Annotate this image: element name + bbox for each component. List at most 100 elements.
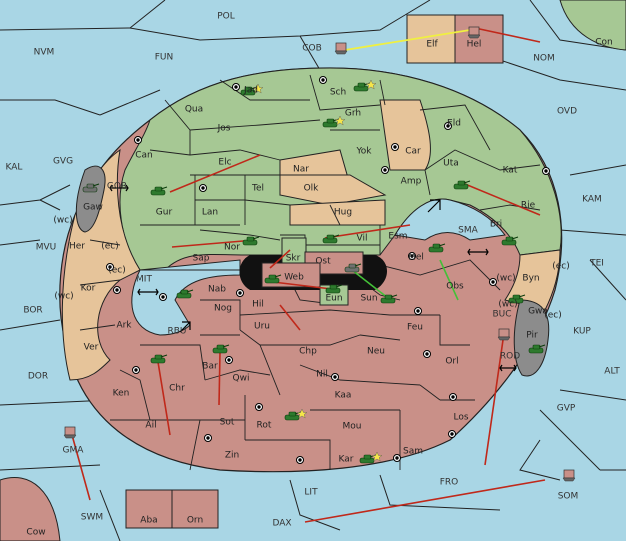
label-sch: Sch [330,88,346,98]
supply-centers [106,76,550,464]
label-esm: Esm [388,232,407,242]
label-rod: ROD [500,352,520,362]
label-dor: DOR [28,372,48,382]
region-hug[interactable] [289,199,386,226]
label-mou: Mou [343,422,362,432]
label-byn: Byn [522,274,539,284]
tank-unit-icon[interactable] [508,294,526,304]
island-aba-orn [125,489,219,529]
label-bri: Bri [490,220,502,230]
fleet-unit-icon[interactable] [467,26,481,39]
tank-unit-icon[interactable] [212,344,230,354]
label-hug: Hug [334,208,352,218]
units [63,26,576,482]
tank-unit-dislodged-icon[interactable] [284,408,308,421]
label-kaa: Kaa [335,391,352,401]
label-buc: BUC [492,310,511,320]
label-wc4: (wc) [498,300,517,310]
label-los: Los [453,413,468,423]
label-qua: Qua [185,105,203,115]
label-gvp: GVP [557,404,576,414]
tank-unit-icon[interactable] [428,243,446,253]
label-ost: Ost [315,257,331,267]
label-skr: Skr [286,254,301,264]
label-ken: Ken [113,389,130,399]
label-mit: MIT [136,275,152,285]
label-sun: Sun [360,294,377,304]
label-ark: Ark [116,321,132,331]
label-kal: KAL [6,163,23,173]
tank-unit-dislodged-icon[interactable] [353,79,377,92]
label-sam: Sam [403,447,423,457]
label-neu: Neu [367,347,385,357]
sma-channel [394,198,506,241]
tank-unit-icon[interactable] [322,234,340,244]
label-ail: Ail [145,421,156,431]
tank-unit-icon[interactable] [150,186,168,196]
label-yok: Yok [355,147,372,157]
label-rbu: RBU [167,327,186,337]
label-aba: Aba [140,516,157,526]
label-wc1: (wc) [53,216,72,226]
label-kor: Kor [81,284,96,294]
tank-unit-icon[interactable] [176,289,194,299]
label-eun: Eun [325,294,342,304]
region-olk[interactable] [279,174,387,206]
label-nvm: NVM [34,48,55,58]
order-red-5 [324,224,411,239]
fleet-unit-icon[interactable] [497,328,511,341]
label-nab: Nab [208,285,226,295]
label-wc3: (wc) [54,292,73,302]
fleet-unit-icon[interactable] [562,469,576,482]
tank-unit-icon[interactable] [344,263,362,273]
region-hel[interactable] [454,14,504,64]
tank-unit-icon[interactable] [150,354,168,364]
tank-unit-dislodged-icon[interactable] [359,451,383,464]
label-gma: GMA [63,446,85,456]
label-fro: FRO [440,478,459,488]
label-lan: Lan [202,208,218,218]
fleet-unit-icon[interactable] [63,426,77,439]
label-amp: Amp [401,177,422,187]
tank-unit-icon[interactable] [82,183,100,193]
tank-unit-icon[interactable] [325,284,343,294]
label-jos: Jos [217,124,231,134]
tank-unit-icon[interactable] [242,236,260,246]
label-ver: Ver [84,343,99,353]
label-bor: BOR [23,306,42,316]
tank-unit-dislodged-icon[interactable] [240,83,264,96]
region-orn[interactable] [171,489,219,529]
label-kar: Kar [339,455,354,465]
region-gaw[interactable] [75,165,106,233]
label-rot: Rot [257,421,272,431]
tank-unit-icon[interactable] [380,294,398,304]
order-red-8 [279,304,301,331]
label-mel: Mel [408,253,424,263]
orders [71,27,546,523]
label-gor: GOR [107,182,127,192]
label-zin: Zin [225,451,239,461]
tank-unit-icon[interactable] [528,344,546,354]
label-sma: SMA [458,226,478,236]
label-ovd: OVD [557,107,577,117]
tank-unit-icon[interactable] [453,180,471,190]
label-wc2: (wc) [496,274,515,284]
tank-unit-icon[interactable] [264,274,282,284]
region-pir[interactable] [513,299,550,377]
fleet-unit-icon[interactable] [334,42,348,55]
label-gvg: GVG [53,157,73,167]
label-hil: Hil [252,300,264,310]
tank-unit-icon[interactable] [501,236,519,246]
label-tei: TEI [589,259,604,269]
region-skr[interactable] [281,237,307,265]
label-ec4: (ec) [544,311,562,321]
region-aba[interactable] [125,489,173,529]
order-red-2 [169,154,261,193]
tank-unit-dislodged-icon[interactable] [322,115,346,128]
label-gur: Gur [156,208,173,218]
order-red-12 [304,479,546,523]
label-uru: Uru [254,322,270,332]
